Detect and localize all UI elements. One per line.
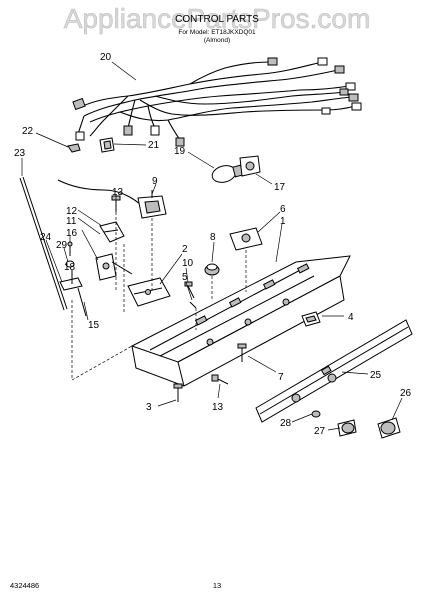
diagram-title: CONTROL PARTS — [175, 14, 259, 25]
control-knob-8 — [204, 241, 220, 276]
callout-29: 29 — [56, 240, 68, 251]
screw-7 — [237, 343, 277, 373]
assembly-lines — [71, 212, 247, 381]
knob-28-27 — [291, 410, 357, 437]
callout-13-bottom: 13 — [212, 402, 224, 413]
connector-block — [99, 137, 147, 153]
model-line: For Model: ET18JKXDQ01 — [178, 29, 256, 36]
page-number: 13 — [213, 581, 221, 590]
callout-1: 1 — [280, 216, 286, 227]
callout-22: 22 — [22, 126, 34, 137]
callout-19: 19 — [174, 146, 186, 157]
callout-3: 3 — [146, 402, 152, 413]
control-bracket — [127, 253, 183, 307]
callout-23: 23 — [14, 148, 26, 159]
link-15 — [77, 287, 89, 321]
washer-29 — [63, 247, 75, 268]
control-housing — [130, 223, 351, 387]
callout-18: 18 — [64, 262, 76, 273]
color-line: (Almond) — [204, 37, 230, 44]
callout-28: 28 — [280, 418, 292, 429]
screw-13 — [211, 374, 229, 399]
callout-21: 21 — [148, 140, 160, 151]
callout-25: 25 — [370, 370, 382, 381]
knob-26 — [377, 397, 403, 439]
callout-11: 11 — [66, 216, 77, 227]
control-panel-trim — [255, 319, 413, 423]
damper-control-6 — [229, 211, 281, 251]
callout-15: 15 — [88, 320, 100, 331]
callout-4: 4 — [348, 312, 354, 323]
screw-3 — [157, 383, 183, 407]
callout-6: 6 — [280, 204, 286, 215]
callout-27: 27 — [314, 426, 326, 437]
screw-18 — [67, 236, 73, 256]
cold-control-thermostat — [57, 179, 167, 219]
callout-5: 5 — [182, 272, 188, 283]
wire-clip — [35, 132, 81, 153]
control-rod — [19, 158, 68, 311]
watermark: AppliancePartsPros.com — [64, 3, 371, 34]
callout-13-top: 13 — [112, 187, 124, 198]
callout-9: 9 — [152, 176, 158, 187]
callout-17: 17 — [274, 182, 286, 193]
callout-2: 2 — [182, 244, 188, 255]
wire-harness — [72, 57, 362, 147]
callout-20: 20 — [100, 52, 112, 63]
callout-7: 7 — [278, 372, 284, 383]
callout-8: 8 — [210, 232, 216, 243]
damper-lever — [81, 229, 133, 281]
screw-5 — [185, 281, 197, 309]
callout-10: 10 — [182, 258, 194, 269]
callout-24: 24 — [40, 232, 52, 243]
lamp-socket — [239, 155, 273, 185]
shaft-24 — [45, 239, 83, 291]
doc-number: 4324486 — [10, 581, 39, 590]
screw-10 — [184, 267, 195, 299]
callout-26: 26 — [400, 388, 412, 399]
callout-numbers: 20 22 21 23 19 17 9 13 12 11 16 24 29 18… — [14, 52, 412, 437]
damper-bracket — [77, 209, 125, 243]
light-bulb — [187, 151, 244, 183]
callout-16: 16 — [66, 228, 78, 239]
callout-12: 12 — [66, 206, 78, 217]
screw-top — [111, 195, 121, 212]
clip-4 — [301, 311, 344, 327]
